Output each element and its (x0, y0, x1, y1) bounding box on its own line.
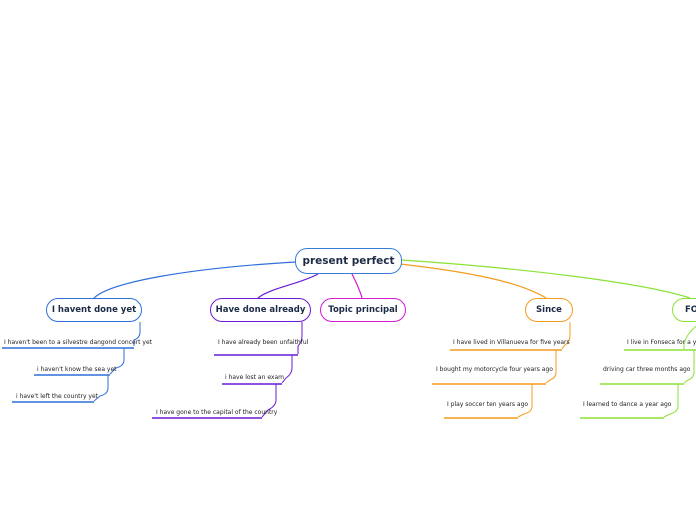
link-root-branch-3 (399, 263, 547, 299)
main-topic-for[interactable]: FO (672, 298, 696, 322)
main-topic-topic-principal[interactable]: Topic principal (320, 298, 406, 322)
link-branch-1-item-0 (297, 322, 303, 354)
link-branch-0-item-1 (109, 348, 125, 375)
subtopic-branch-1-item-0[interactable]: I have already been unfaithful (218, 339, 309, 346)
main-topic-have-done-already[interactable]: Have done already (210, 298, 311, 322)
subtopic-branch-3-item-1[interactable]: I bought my motorcycle four years ago (436, 366, 553, 373)
link-root-branch-4 (401, 259, 691, 299)
subtopic-branch-3-item-2[interactable]: I play soccer ten years ago (447, 401, 529, 408)
link-branch-0-item-2 (93, 375, 109, 402)
subtopic-branch-4-item-0[interactable]: I live in Fonseca for a yea (627, 339, 696, 346)
link-branch-3-item-2 (517, 384, 533, 418)
link-branch-1-item-1 (281, 355, 293, 384)
link-branch-4-item-2 (663, 384, 679, 418)
subtopic-branch-3-item-0[interactable]: I have lived in Villanueva for five year… (453, 339, 570, 346)
link-branch-3-item-1 (545, 350, 557, 384)
link-branch-3-item-0 (561, 322, 571, 350)
subtopic-branch-0-item-1[interactable]: i haven't know the sea yet (37, 366, 117, 373)
root-topic[interactable]: present perfect (295, 248, 402, 274)
subtopic-branch-0-item-2[interactable]: i have't left the country yet (16, 393, 99, 400)
subtopic-branch-1-item-1[interactable]: i have lost an exam (225, 374, 284, 381)
subtopic-branch-4-item-1[interactable]: driving car three months ago (603, 366, 691, 373)
subtopic-branch-1-item-2[interactable]: I have gone to the capital of the countr… (156, 409, 278, 416)
link-branch-4-item-0 (683, 325, 696, 349)
link-root-branch-1 (257, 273, 319, 299)
link-root-branch-2 (351, 273, 363, 299)
subtopic-branch-0-item-0[interactable]: I haven't been to a silvestre dangond co… (4, 339, 153, 346)
link-branch-1-item-2 (261, 384, 277, 418)
link-root-branch-0 (93, 261, 297, 299)
subtopic-branch-4-item-2[interactable]: I learned to dance a year ago (583, 401, 672, 408)
link-branch-0-item-0 (133, 322, 141, 346)
main-topic-havent-done-yet[interactable]: I havent done yet (46, 298, 142, 322)
main-topic-since[interactable]: Since (525, 298, 573, 322)
link-branch-4-item-1 (683, 350, 695, 384)
